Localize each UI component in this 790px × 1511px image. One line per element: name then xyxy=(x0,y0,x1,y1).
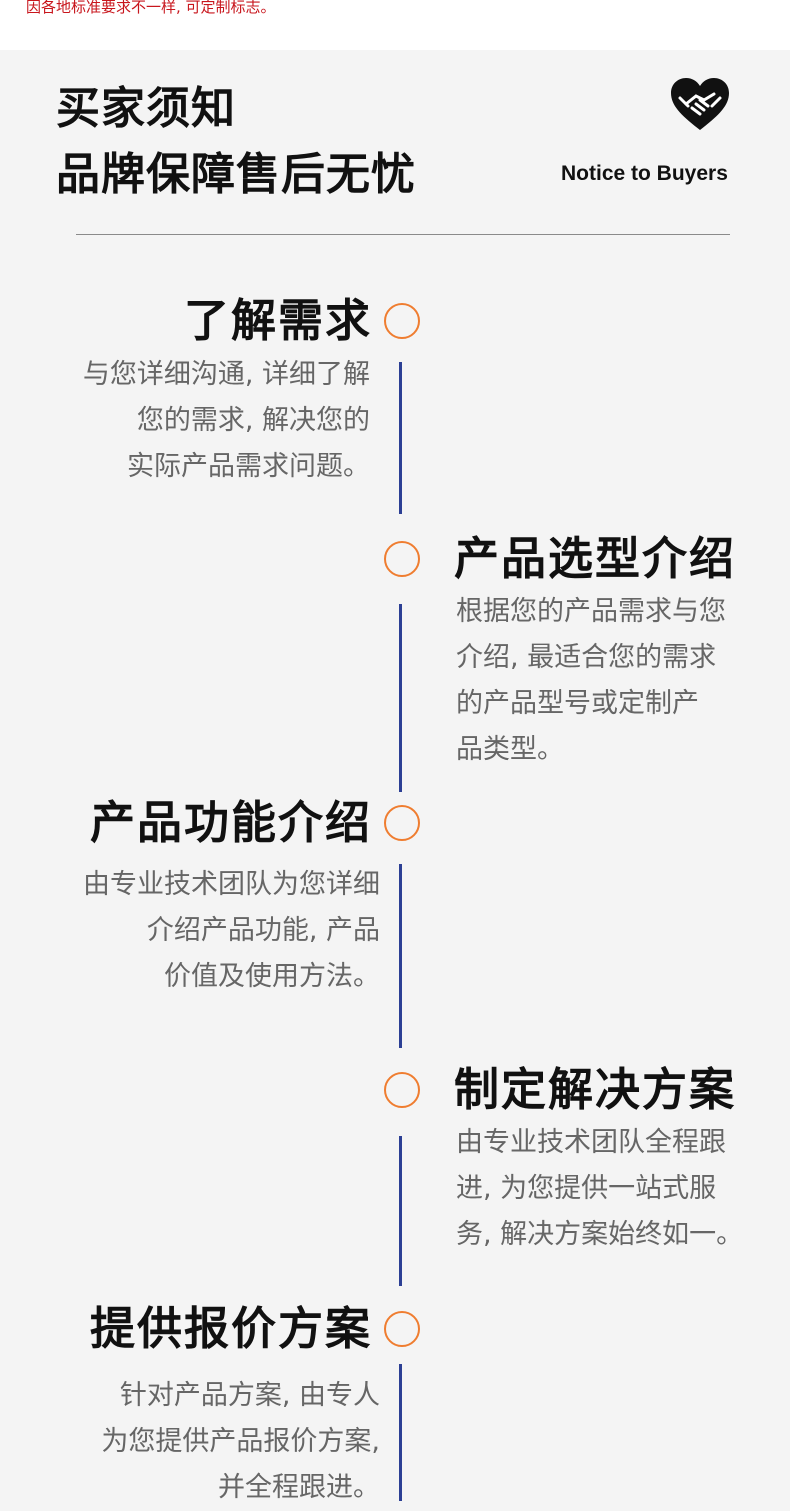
step-description-line: 务, 解决方案始终如一。 xyxy=(456,1219,744,1250)
step-description: 由专业技术团队全程跟 进, 为您提供一站式服 务, 解决方案始终如一。 xyxy=(456,1120,743,1258)
step-description-line: 由专业技术团队全程跟 xyxy=(456,1127,726,1158)
step-description-line: 介绍产品功能, 产品 xyxy=(146,915,380,946)
step-title: 产品功能介绍 xyxy=(89,796,372,849)
step-description-line: 品类型。 xyxy=(456,734,564,765)
timeline-node xyxy=(384,805,420,841)
step-description-line: 价值及使用方法。 xyxy=(164,961,380,992)
step-description-line: 介绍, 最适合您的需求 xyxy=(456,642,717,673)
step-description-line: 根据您的产品需求与您 xyxy=(456,596,726,627)
top-note: 因各地标准要求不一样, 可定制标志。 xyxy=(26,0,276,16)
step-description-line: 与您详细沟通, 详细了解 xyxy=(82,359,370,390)
timeline-node xyxy=(384,1072,420,1108)
header-divider xyxy=(76,234,730,235)
step-description-line: 的产品型号或定制产 xyxy=(456,688,699,719)
timeline-line xyxy=(399,1364,402,1501)
page-subtitle: 品牌保障售后无忧 xyxy=(56,149,416,200)
timeline-line xyxy=(399,864,402,1048)
timeline-line xyxy=(399,1136,402,1286)
top-strip: 因各地标准要求不一样, 可定制标志。 xyxy=(0,0,790,50)
timeline-node xyxy=(384,1311,420,1347)
step-title: 了解需求 xyxy=(183,294,372,347)
step-description: 针对产品方案, 由专人 为您提供产品报价方案, 并全程跟进。 xyxy=(101,1373,380,1511)
timeline-line xyxy=(399,362,402,514)
step-title: 提供报价方案 xyxy=(89,1302,372,1355)
step-description: 根据您的产品需求与您 介绍, 最适合您的需求 的产品型号或定制产 品类型。 xyxy=(456,589,726,773)
timeline-node xyxy=(384,303,420,339)
step-description-line: 您的需求, 解决您的 xyxy=(136,405,370,436)
page-title: 买家须知 xyxy=(56,83,236,134)
step-description-line: 进, 为您提供一站式服 xyxy=(456,1173,717,1204)
step-description-line: 并全程跟进。 xyxy=(218,1472,380,1503)
step-description-line: 为您提供产品报价方案, xyxy=(101,1426,380,1457)
step-description-line: 针对产品方案, 由专人 xyxy=(119,1380,380,1411)
step-description: 由专业技术团队为您详细 介绍产品功能, 产品 价值及使用方法。 xyxy=(83,862,380,1000)
notice-to-buyers: Notice to Buyers xyxy=(561,162,728,185)
timeline-line xyxy=(399,604,402,792)
step-description: 与您详细沟通, 详细了解 您的需求, 解决您的 实际产品需求问题。 xyxy=(83,352,370,490)
step-description-line: 由专业技术团队为您详细 xyxy=(83,869,380,900)
step-description-line: 实际产品需求问题。 xyxy=(127,451,370,482)
step-title: 制定解决方案 xyxy=(454,1063,737,1116)
step-title: 产品选型介绍 xyxy=(454,532,737,585)
timeline-node xyxy=(384,541,420,577)
handshake-heart-icon xyxy=(671,78,729,130)
